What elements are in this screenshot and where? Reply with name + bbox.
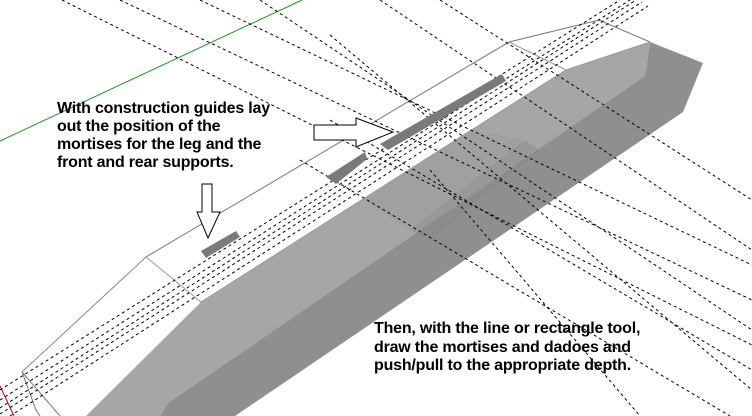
tool-annotation: Then, with the line or rectangle tool, d… [374,320,640,376]
mortise-front-support[interactable] [326,152,367,184]
top-face-edge [145,19,651,258]
board-front-face[interactable] [86,42,650,416]
green-axis-line [0,0,303,142]
leg-edge [21,256,147,373]
top-face-edge [145,41,651,303]
annotation-line: front and rear supports. [57,154,234,171]
annotation-line: mortises for the leg and the [57,136,262,153]
mortise-rear-support[interactable] [380,74,506,150]
mortise-leg[interactable] [201,231,240,258]
board-band [364,130,525,230]
red-axis-line [0,385,15,416]
annotation-line: draw the mortises and dadoes and [374,338,631,356]
annotation-line: push/pull to the appropriate depth. [374,357,631,374]
leg-edge [21,371,41,416]
guides-annotation: With construction guides lay out the pos… [57,100,270,172]
annotation-line: With construction guides lay [57,100,270,117]
arrow-right-icon [313,117,395,148]
arrow-down-icon [196,183,221,240]
annotation-line: Then, with the line or rectangle tool, [374,320,641,337]
board-band [410,140,540,240]
annotation-line: out the position of the [57,118,221,135]
leg-edge [21,371,61,416]
board-side-face[interactable] [160,42,703,416]
